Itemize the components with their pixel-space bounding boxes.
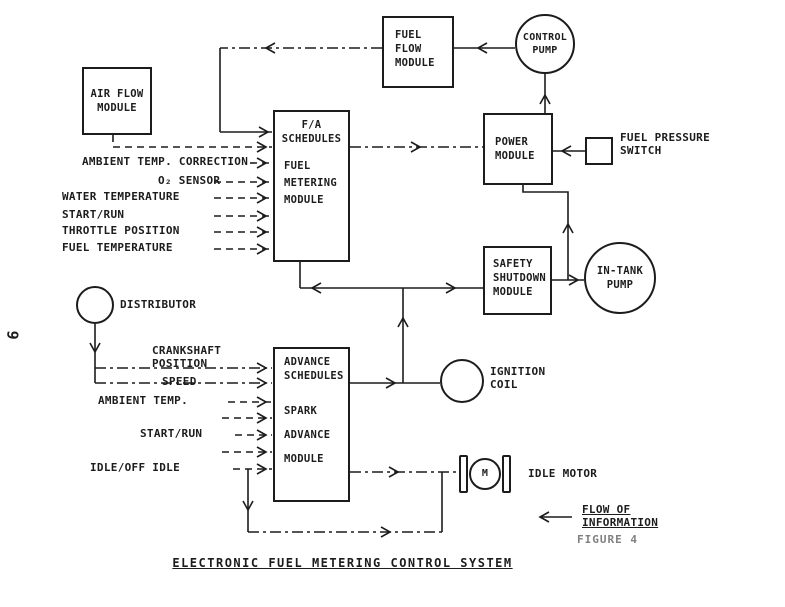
- in-tank-pump-node: IN-TANK PUMP: [584, 242, 656, 314]
- figure-caption: FIGURE 4: [577, 533, 638, 546]
- input-start-run-spark: START/RUN: [140, 427, 203, 440]
- input-start-run: START/RUN: [62, 208, 125, 221]
- fuel-metering-module-label: FUEL METERING MODULE: [284, 160, 337, 207]
- ignition-coil-label: IGNITION COIL: [490, 365, 546, 392]
- flow-arrowheads: [89, 42, 580, 538]
- idle-motor-left-bracket: [459, 455, 468, 493]
- spark-advance-module-box: ADVANCE SCHEDULES SPARK ADVANCE MODULE: [273, 347, 350, 502]
- page-title: ELECTRONIC FUEL METERING CONTROL SYSTEM: [172, 556, 513, 570]
- input-idle-off-idle: IDLE/OFF IDLE: [90, 461, 180, 474]
- input-ambient-temp: AMBIENT TEMP.: [98, 394, 188, 407]
- input-fuel-temperature: FUEL TEMPERATURE: [62, 241, 173, 254]
- fuel-metering-module-box: F/A SCHEDULES FUEL METERING MODULE: [273, 110, 350, 262]
- fuel-flow-module-box: FUEL FLOW MODULE: [382, 16, 454, 88]
- idle-motor-label: IDLE MOTOR: [528, 467, 598, 480]
- input-throttle-position: THROTTLE POSITION: [62, 224, 180, 237]
- power-module-box: POWER MODULE: [483, 113, 553, 185]
- distributor-label: DISTRIBUTOR: [120, 298, 197, 311]
- input-o2-sensor: O₂ SENSOR: [158, 174, 221, 187]
- input-water-temperature: WATER TEMPERATURE: [62, 190, 180, 203]
- flow-direction-arrow-icon: [538, 511, 572, 523]
- safety-shutdown-module-box: SAFETY SHUTDOWN MODULE: [483, 246, 552, 315]
- input-crankshaft-position: CRANKSHAFT POSITION: [152, 344, 222, 371]
- idle-motor-icon: M: [469, 458, 501, 490]
- distributor-node: [76, 286, 114, 324]
- fuel-pressure-switch-label: FUEL PRESSURE SWITCH: [620, 131, 710, 158]
- air-flow-module-box: AIR FLOW MODULE: [82, 67, 152, 135]
- idle-motor-right-bracket: [502, 455, 511, 493]
- flow-lines: [94, 47, 585, 533]
- flow-of-information-legend: FLOW OF INFORMATION: [582, 503, 659, 530]
- spark-advance-module-label: SPARK ADVANCE MODULE: [284, 405, 331, 466]
- input-ambient-temp-correction: AMBIENT TEMP. CORRECTION: [82, 155, 249, 168]
- page-number: 9: [3, 329, 22, 341]
- advance-schedules-label: ADVANCE SCHEDULES: [284, 356, 344, 383]
- fuel-pressure-switch-box: [585, 137, 613, 165]
- fa-schedules-label: F/A SCHEDULES: [281, 119, 342, 146]
- ignition-coil-node: [440, 359, 484, 403]
- control-pump-node: CONTROL PUMP: [515, 14, 575, 74]
- input-speed: SPEED: [162, 375, 197, 388]
